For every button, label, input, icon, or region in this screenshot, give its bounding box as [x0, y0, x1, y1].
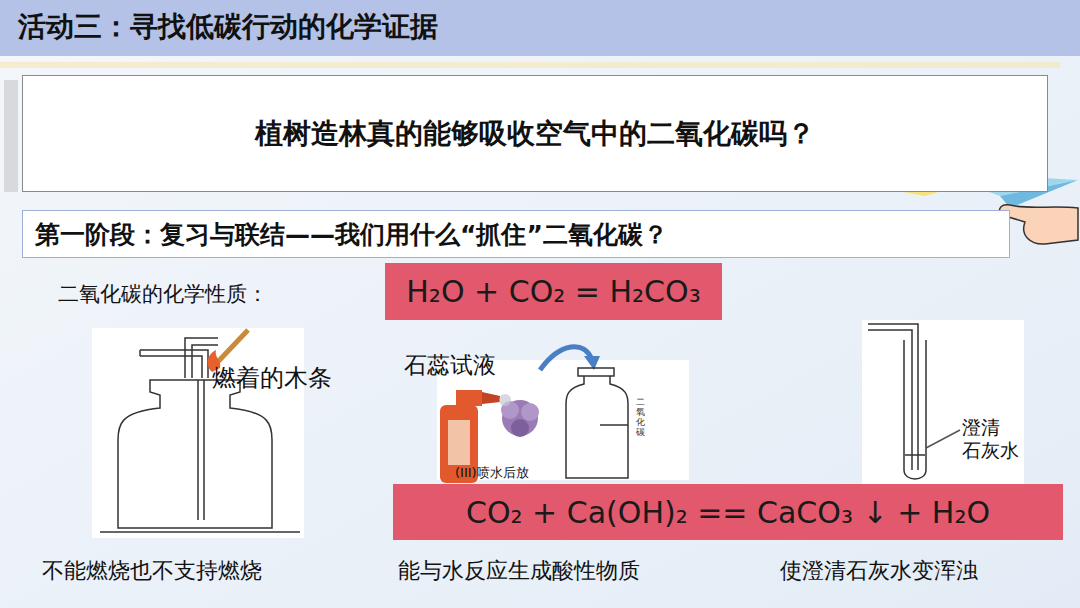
equation-box: H₂O + CO₂ = H₂CO₃: [385, 263, 722, 320]
node-text: H₂O + CO₂ = H₂CO₃: [406, 274, 700, 309]
property-caption: 能与水反应生成酸性物质: [398, 556, 640, 586]
hand: [1000, 205, 1078, 244]
figure-caption: (III)喷水后放: [455, 464, 529, 482]
node-text: 第一阶段：复习与联结——我们用什么“抓住”二氧化碳？: [35, 218, 668, 251]
flower: [499, 394, 539, 437]
tape-strip: [0, 62, 1060, 68]
test-tube: [868, 324, 960, 479]
jar-label: 二氧化碳: [636, 398, 645, 438]
title-band: [0, 0, 1080, 56]
node-text: 植树造林真的能够吸收空气中的二氧化碳吗？: [255, 115, 815, 153]
equation-box: CO₂ + Ca(OH)₂ == CaCO₃ ↓ + H₂O: [393, 484, 1063, 540]
side-bar: [4, 80, 18, 192]
arrow-curve: [540, 347, 600, 370]
panel: [862, 320, 1024, 490]
apparatus-label: 石蕊试液: [404, 350, 496, 381]
question-box: 植树造林真的能够吸收空气中的二氧化碳吗？: [22, 75, 1048, 192]
slide-title: 活动三：寻找低碳行动的化学证据: [18, 8, 438, 46]
node-text: CO₂ + Ca(OH)₂ == CaCO₃ ↓ + H₂O: [466, 495, 990, 530]
panel: [92, 328, 304, 538]
property-caption: 不能燃烧也不支持燃烧: [42, 556, 262, 586]
gas-jar: [566, 368, 628, 478]
stage-box: 第一阶段：复习与联结——我们用什么“抓住”二氧化碳？: [22, 210, 1010, 258]
property-caption: 使澄清石灰水变浑浊: [780, 556, 978, 586]
apparatus-label: 燃着的木条: [212, 362, 332, 394]
property-heading: 二氧化碳的化学性质：: [58, 280, 268, 308]
apparatus-label: 澄清 石灰水: [962, 416, 1022, 462]
